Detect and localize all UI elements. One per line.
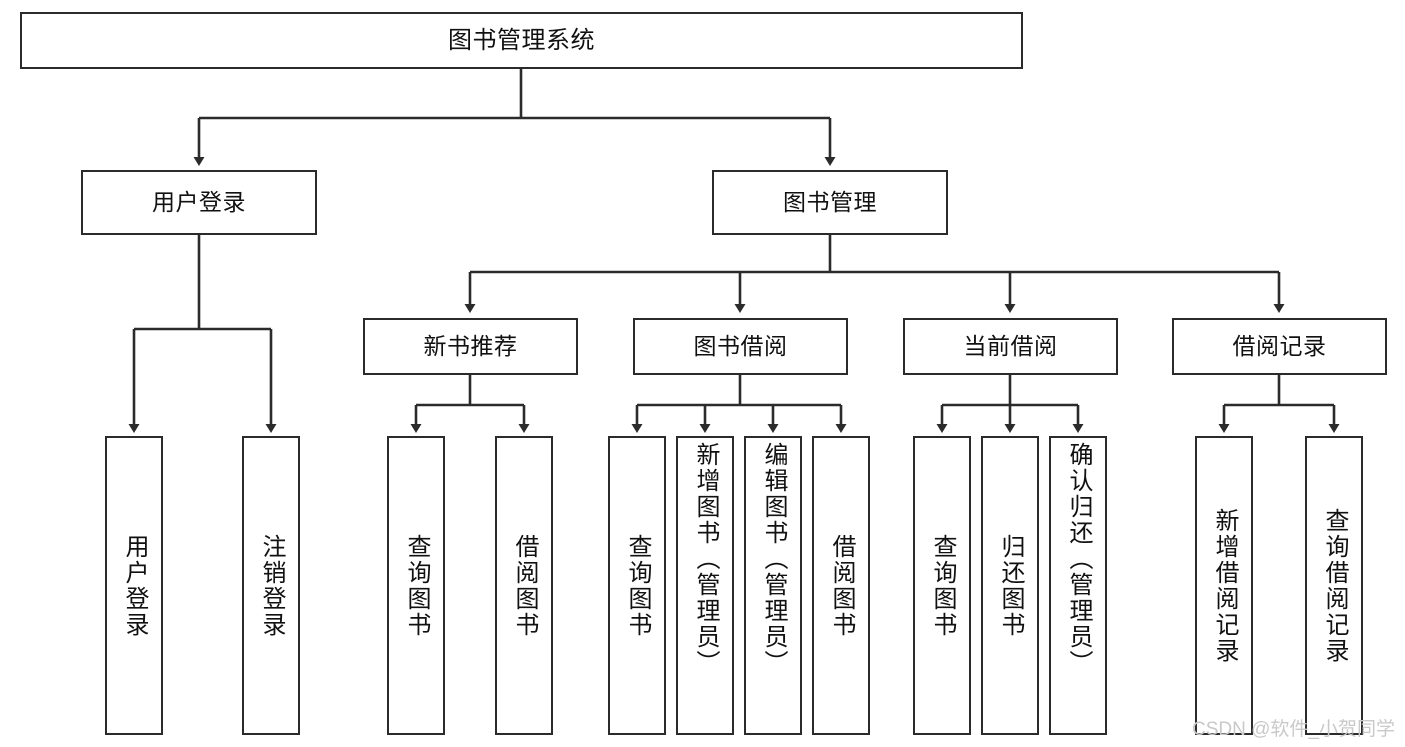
- leaf-borrow-book-1[interactable]: 借阅图书: [495, 436, 553, 735]
- leaf-query-record[interactable]: 查询借阅记录: [1305, 436, 1363, 735]
- node-book-management[interactable]: 图书管理: [712, 170, 948, 235]
- node-label: 归还图书: [996, 533, 1024, 638]
- leaf-logout[interactable]: 注销登录: [242, 436, 300, 735]
- node-root-book-management-system[interactable]: 图书管理系统: [20, 12, 1023, 69]
- leaf-query-book-2[interactable]: 查询图书: [608, 436, 666, 735]
- node-label: 查询图书: [623, 533, 651, 638]
- node-user-login[interactable]: 用户登录: [81, 170, 317, 235]
- node-label: 查询借阅记录: [1320, 507, 1348, 664]
- leaf-return-book[interactable]: 归还图书: [981, 436, 1039, 735]
- node-label: 借阅图书: [510, 533, 538, 638]
- node-label: 新增图书（管理员）: [691, 442, 719, 676]
- node-label: 编辑图书（管理员）: [759, 442, 787, 676]
- leaf-confirm-return[interactable]: 确认归还（管理员）: [1049, 436, 1107, 735]
- node-current-borrow[interactable]: 当前借阅: [903, 318, 1118, 375]
- node-label: 用户登录: [120, 533, 148, 638]
- leaf-add-book[interactable]: 新增图书（管理员）: [676, 436, 734, 735]
- csdn-watermark: CSDN @软件_小贺同学: [1192, 719, 1395, 740]
- node-label: 查询图书: [928, 533, 956, 638]
- node-label: 用户登录: [152, 189, 246, 215]
- node-label: 查询图书: [402, 533, 430, 638]
- node-label: 当前借阅: [963, 333, 1058, 359]
- node-label: 新书推荐: [423, 333, 518, 359]
- leaf-user-login[interactable]: 用户登录: [105, 436, 163, 735]
- node-borrow-record[interactable]: 借阅记录: [1172, 318, 1387, 375]
- leaf-add-record[interactable]: 新增借阅记录: [1195, 436, 1253, 735]
- node-new-book-recommend[interactable]: 新书推荐: [363, 318, 578, 375]
- node-label: 图书管理系统: [448, 26, 595, 54]
- node-label: 注销登录: [257, 533, 285, 638]
- node-label: 借阅图书: [827, 533, 855, 638]
- node-label: 图书借阅: [693, 333, 788, 359]
- node-book-borrow[interactable]: 图书借阅: [633, 318, 848, 375]
- node-label: 借阅记录: [1232, 333, 1327, 359]
- leaf-edit-book[interactable]: 编辑图书（管理员）: [744, 436, 802, 735]
- leaf-query-book-1[interactable]: 查询图书: [387, 436, 445, 735]
- node-label: 确认归还（管理员）: [1064, 442, 1092, 676]
- leaf-borrow-book-2[interactable]: 借阅图书: [812, 436, 870, 735]
- node-label: 图书管理: [783, 189, 877, 215]
- node-label: 新增借阅记录: [1210, 507, 1238, 664]
- leaf-query-book-3[interactable]: 查询图书: [913, 436, 971, 735]
